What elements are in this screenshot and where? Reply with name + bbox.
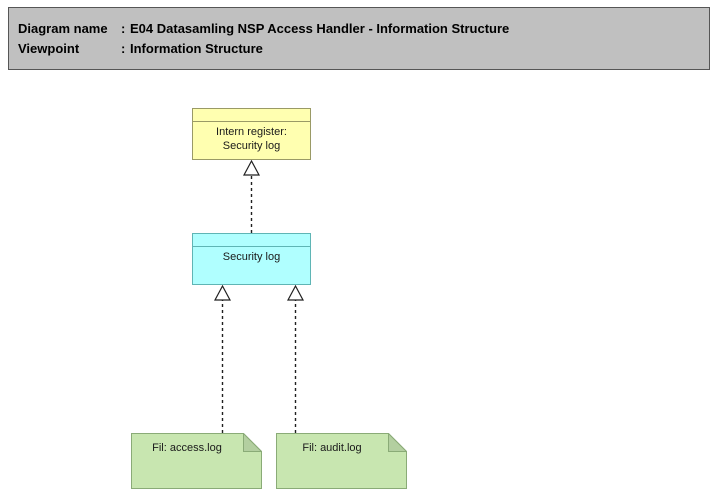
node-header-strip [193, 234, 310, 247]
node-label: Fil: access.log [152, 442, 222, 454]
node-artifact-audit-log[interactable]: Fil: audit.log [276, 433, 407, 489]
viewpoint-line: Viewpoint: Information Structure [18, 41, 263, 56]
viewpoint-separator: : [121, 41, 126, 56]
diagram-name-label: Diagram name [18, 21, 108, 36]
hollow-triangle-arrowhead [286, 284, 305, 301]
diagram-title-block: Diagram name: E04 Datasamling NSP Access … [8, 7, 710, 70]
artifact-shape [131, 433, 262, 489]
node-header-strip [193, 109, 310, 122]
realization-security-log-to-intern-register [242, 159, 261, 233]
node-security-log[interactable]: Security log [192, 233, 311, 285]
node-label: Fil: audit.log [302, 442, 362, 454]
realization-audit-log-to-security-log [286, 284, 305, 433]
realization-access-log-to-security-log [213, 284, 232, 433]
artifact-body [131, 433, 262, 489]
diagram-name-value: E04 Datasamling NSP Access Handler - Inf… [130, 21, 510, 36]
viewpoint-value: Information Structure [130, 41, 263, 56]
hollow-triangle-arrowhead [213, 284, 232, 301]
node-label: Intern register: Security log [216, 126, 287, 152]
node-intern-register-security-log[interactable]: Intern register: Security log [192, 108, 311, 160]
hollow-triangle-arrowhead [242, 159, 261, 176]
artifact-shape [276, 433, 407, 489]
artifact-fold-corner-icon [388, 433, 407, 452]
node-label: Security log [222, 251, 281, 263]
diagram-name-separator: : [121, 21, 126, 36]
artifact-fold-corner-icon [243, 433, 262, 452]
node-artifact-access-log[interactable]: Fil: access.log [131, 433, 262, 489]
artifact-body [276, 433, 407, 489]
viewpoint-label: Viewpoint [18, 41, 80, 56]
diagram-name-line: Diagram name: E04 Datasamling NSP Access … [18, 21, 509, 36]
